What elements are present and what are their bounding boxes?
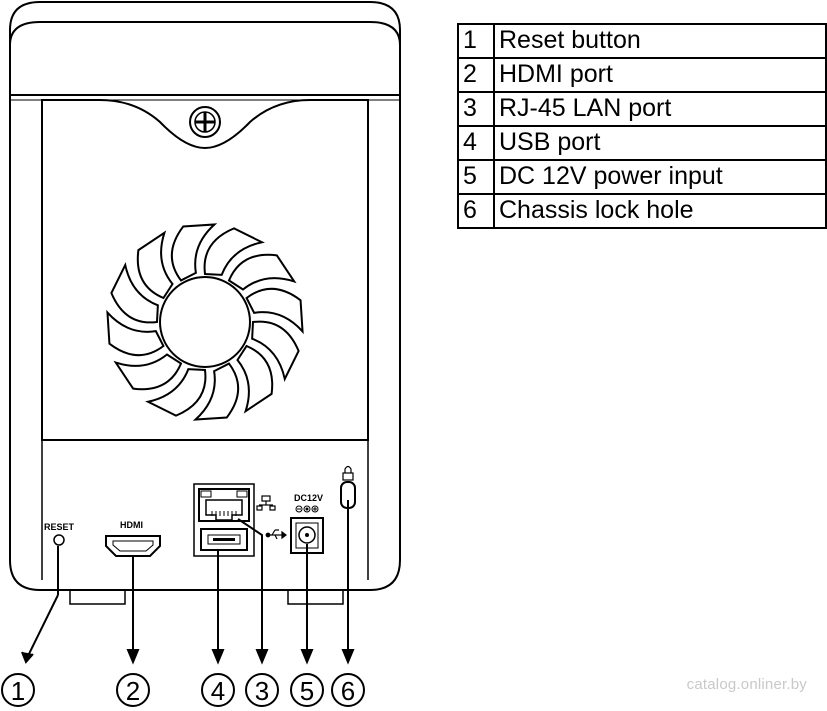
fan-blade	[236, 344, 274, 414]
fan-blade	[136, 230, 174, 300]
fan-blade	[113, 353, 183, 391]
fan-blade	[227, 253, 297, 291]
reset-button[interactable]	[53, 534, 65, 546]
fan-blade	[245, 287, 304, 335]
fan-blade	[106, 309, 165, 357]
fan-blade	[251, 320, 300, 382]
callout-6: 6	[331, 673, 365, 707]
legend-label: Reset button	[493, 23, 827, 59]
device-top-shell	[9, 1, 401, 95]
callout-1: 1	[1, 673, 35, 707]
legend-number: 6	[457, 193, 495, 229]
device-body	[9, 95, 401, 591]
dc-label: DC12V	[294, 493, 323, 503]
legend-number: 2	[457, 57, 495, 93]
legend-number: 5	[457, 159, 495, 195]
callout-3: 3	[245, 673, 279, 707]
usb-icon	[265, 529, 287, 540]
thumbscrew-icon	[189, 106, 221, 138]
legend-label: RJ-45 LAN port	[493, 91, 827, 127]
fan-blade	[170, 223, 218, 282]
svg-text:1: 1	[11, 676, 25, 706]
callout-leaders	[21, 500, 355, 665]
legend-label: USB port	[493, 125, 827, 161]
legend-label: DC 12V power input	[493, 159, 827, 195]
legend-number: 4	[457, 125, 495, 161]
watermark: catalog.onliner.by	[686, 676, 807, 693]
usb-port[interactable]	[200, 528, 248, 551]
lock-icon	[342, 465, 354, 481]
fan-blade	[203, 227, 265, 276]
svg-text:4: 4	[211, 676, 225, 706]
dc-polarity-icon	[295, 505, 319, 513]
hdmi-label: HDMI	[120, 520, 143, 530]
svg-text:3: 3	[255, 676, 269, 706]
svg-text:5: 5	[300, 676, 314, 706]
io-block	[193, 483, 255, 557]
fan-blade	[192, 362, 240, 421]
svg-text:6: 6	[341, 676, 355, 706]
legend-label: Chassis lock hole	[493, 193, 827, 229]
fan-blade	[110, 262, 159, 324]
legend-number: 1	[457, 23, 495, 59]
reset-label: RESET	[44, 522, 75, 532]
legend-number: 3	[457, 91, 495, 127]
right-foot	[287, 589, 344, 605]
network-icon	[256, 495, 276, 511]
fan-blade	[145, 368, 207, 417]
device-top-lip	[9, 21, 401, 46]
left-foot	[69, 589, 126, 605]
callout-4: 4	[201, 673, 235, 707]
back-panel	[41, 99, 369, 441]
svg-text:2: 2	[126, 676, 140, 706]
rj45-port[interactable]	[198, 488, 250, 522]
callout-5: 5	[290, 673, 324, 707]
legend-label: HDMI port	[493, 57, 827, 93]
fan-icon	[106, 223, 304, 421]
callout-2: 2	[116, 673, 150, 707]
